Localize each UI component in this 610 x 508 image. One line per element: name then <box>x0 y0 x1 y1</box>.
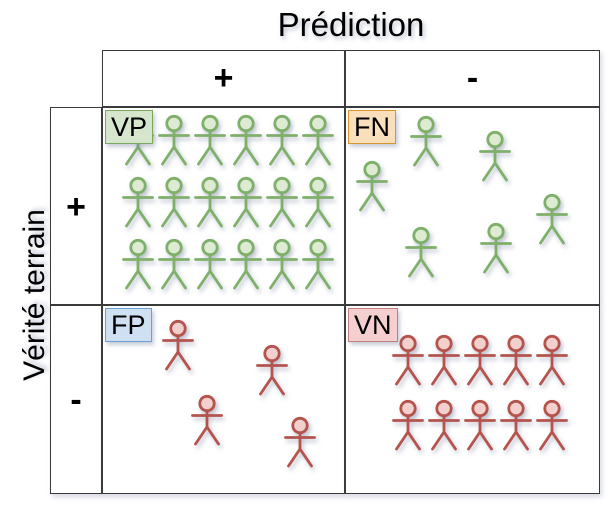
stick-figure-fn-5 <box>404 226 438 278</box>
ground-truth-axis-title: Vérité terrain <box>18 209 51 381</box>
row-header-positive: + <box>50 107 102 305</box>
stick-figure-vp-2 <box>157 114 191 166</box>
stick-figure-vp-10 <box>229 176 263 228</box>
stick-figure-vp-11 <box>265 176 299 228</box>
stick-figure-vn-10 <box>535 399 569 451</box>
stick-figure-fn-6 <box>479 222 513 274</box>
row-header-negative: - <box>50 305 102 494</box>
stick-figure-fp-3 <box>190 394 224 446</box>
stick-figure-vn-7 <box>427 399 461 451</box>
stick-figure-vn-4 <box>499 334 533 386</box>
stick-figure-vn-2 <box>427 334 461 386</box>
stick-figure-fn-3 <box>355 160 389 212</box>
cell-false-negative: FN <box>345 107 600 305</box>
cell-false-positive: FP <box>102 305 345 494</box>
stick-figure-vn-8 <box>463 399 497 451</box>
cell-true-negative: VN <box>345 305 600 494</box>
stick-figure-vp-3 <box>193 114 227 166</box>
stick-figure-vp-17 <box>265 238 299 290</box>
stick-figure-vn-9 <box>499 399 533 451</box>
stick-figure-vp-9 <box>193 176 227 228</box>
stick-figure-vn-6 <box>391 399 425 451</box>
stick-figure-vp-4 <box>229 114 263 166</box>
badge-fp: FP <box>105 308 152 342</box>
stick-figure-vp-15 <box>193 238 227 290</box>
prediction-axis-title: Prédiction <box>277 6 425 43</box>
stick-figure-vp-16 <box>229 238 263 290</box>
stick-figure-vn-3 <box>463 334 497 386</box>
stick-figure-vp-8 <box>157 176 191 228</box>
stick-figure-vp-13 <box>121 238 155 290</box>
badge-vn: VN <box>348 308 398 342</box>
stick-figure-fn-4 <box>535 193 569 245</box>
column-header-positive: + <box>102 50 345 107</box>
stick-figure-fp-1 <box>161 319 195 371</box>
stick-figure-vp-5 <box>265 114 299 166</box>
stick-figure-fn-2 <box>478 130 512 182</box>
stick-figure-fn-1 <box>409 115 443 167</box>
cell-true-positive: VP <box>102 107 345 305</box>
column-header-negative: - <box>345 50 600 107</box>
stick-figure-fp-2 <box>255 344 289 396</box>
stick-figure-vp-6 <box>301 114 335 166</box>
badge-fn: FN <box>348 110 396 144</box>
stick-figure-vp-12 <box>301 176 335 228</box>
stick-figure-vp-7 <box>121 176 155 228</box>
stick-figure-vn-1 <box>391 334 425 386</box>
badge-vp: VP <box>105 110 154 144</box>
stick-figure-vp-18 <box>301 238 335 290</box>
stick-figure-vn-5 <box>535 334 569 386</box>
stick-figure-fp-4 <box>283 416 317 468</box>
stick-figure-vp-14 <box>157 238 191 290</box>
